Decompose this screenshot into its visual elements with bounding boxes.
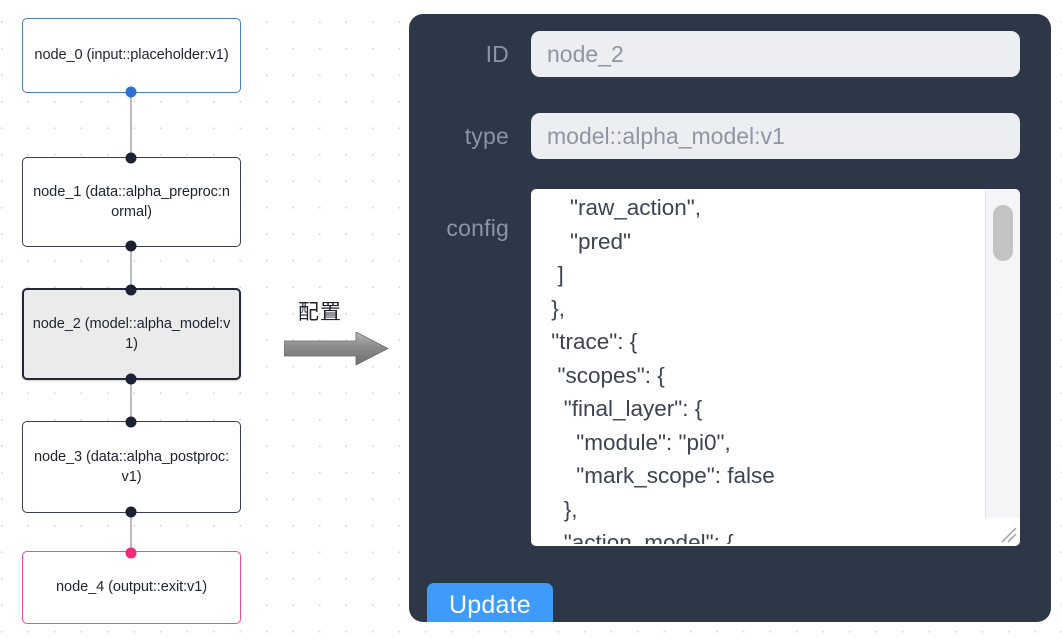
graph-node-node_1[interactable]: node_1 (data::alpha_preproc:normal) — [22, 157, 241, 247]
resize-handle-icon[interactable] — [998, 524, 1018, 544]
graph-node-label: node_2 (model::alpha_model:v1) — [32, 315, 231, 352]
handle-node4-target[interactable] — [125, 547, 137, 559]
handle-node3-target[interactable] — [125, 416, 137, 428]
handle-node2-target[interactable] — [125, 284, 137, 296]
handle-node1-source[interactable] — [125, 240, 137, 252]
config-scrollbar-thumb[interactable] — [993, 205, 1013, 261]
graph-node-label: node_3 (data::alpha_postproc:v1) — [33, 448, 230, 485]
handle-node3-source[interactable] — [125, 506, 137, 518]
graph-node-node_3[interactable]: node_3 (data::alpha_postproc:v1) — [22, 421, 241, 513]
update-button[interactable]: Update — [427, 583, 553, 622]
type-field-label: type — [464, 122, 509, 149]
arrow-right-icon — [284, 332, 389, 366]
config-textarea[interactable]: "raw_action", "pred" ] }, "trace": { "sc… — [551, 195, 775, 544]
edge-node3-node4 — [130, 512, 132, 554]
graph-node-label: node_4 (output::exit:v1) — [56, 579, 207, 596]
config-panel: ID type config "raw_action", "pred" ] },… — [409, 14, 1051, 622]
type-input[interactable] — [531, 113, 1020, 159]
field-row-type: type — [409, 113, 1051, 159]
edge-node2-node3 — [130, 379, 132, 425]
handle-node2-source[interactable] — [125, 373, 137, 385]
config-scrollbar[interactable] — [985, 189, 1020, 518]
annotation-group: 配置 — [284, 296, 404, 370]
field-row-config: config "raw_action", "pred" ] }, "trace"… — [409, 189, 1051, 546]
config-field-label: config — [446, 215, 509, 241]
edge-node1-node2 — [130, 246, 132, 292]
graph-node-label: node_0 (input::placeholder:v1) — [34, 47, 229, 64]
graph-node-node_4[interactable]: node_4 (output::exit:v1) — [22, 551, 241, 624]
graph-node-node_2[interactable]: node_2 (model::alpha_model:v1) — [22, 288, 241, 380]
handle-node1-target[interactable] — [125, 152, 137, 164]
config-textarea-wrapper[interactable]: "raw_action", "pred" ] }, "trace": { "sc… — [531, 189, 1020, 546]
handle-node0-source[interactable] — [125, 86, 137, 98]
field-row-id: ID — [409, 31, 1051, 77]
graph-node-label: node_1 (data::alpha_preproc:normal) — [33, 183, 230, 220]
annotation-label: 配置 — [298, 300, 342, 324]
id-input[interactable] — [531, 31, 1020, 77]
graph-node-node_0[interactable]: node_0 (input::placeholder:v1) — [22, 18, 241, 93]
id-field-label: ID — [485, 40, 509, 67]
edge-node0-node1 — [130, 92, 132, 160]
